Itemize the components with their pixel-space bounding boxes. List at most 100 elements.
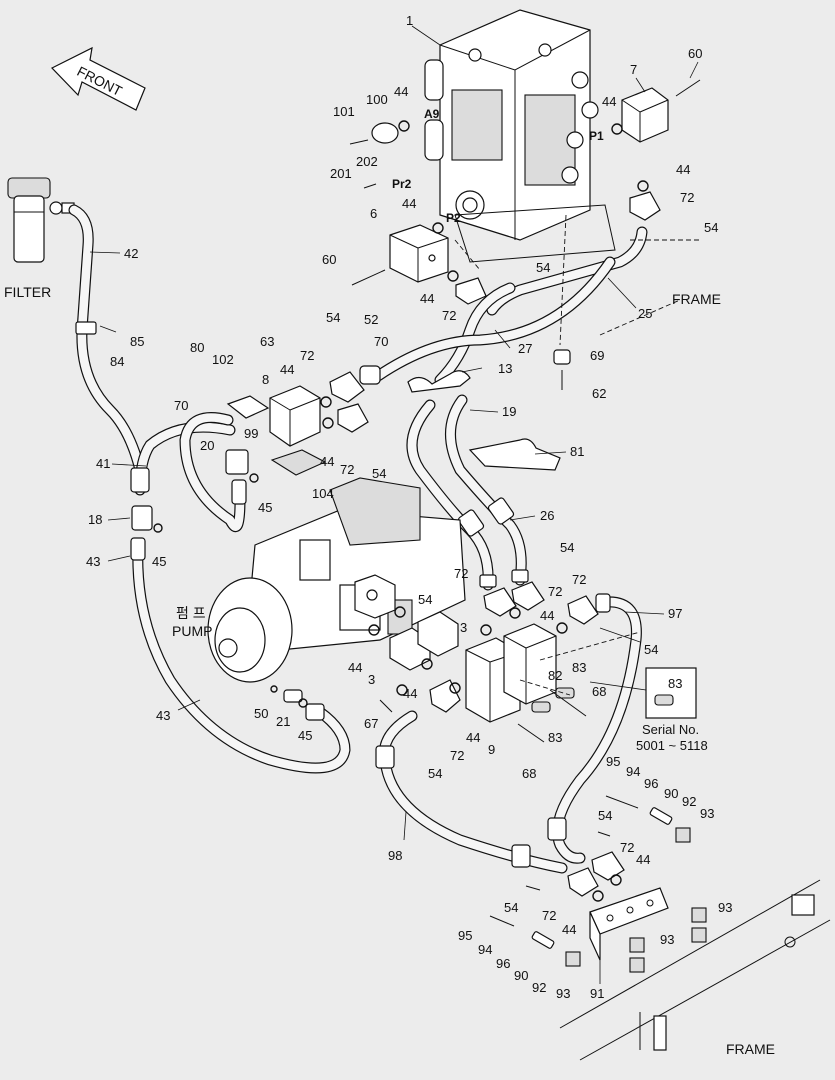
callout: 72 (548, 584, 562, 599)
callout: 54 (504, 900, 518, 915)
callout: 7 (630, 62, 637, 77)
callout: 72 (300, 348, 314, 363)
callout: 41 (96, 456, 110, 471)
callout: 20 (200, 438, 214, 453)
callout: 44 (466, 730, 480, 745)
callout: 70 (174, 398, 188, 413)
callout: 93 (718, 900, 732, 915)
callout: 54 (326, 310, 340, 325)
callout: 81 (570, 444, 584, 459)
callout: 54 (560, 540, 574, 555)
callout: 63 (260, 334, 274, 349)
callout: 72 (450, 748, 464, 763)
block-8 (269, 385, 321, 447)
serial-line2: 5001 ~ 5118 (636, 738, 708, 753)
callout: 52 (364, 312, 378, 327)
port-pr2: Pr2 (392, 177, 412, 191)
callout: 102 (212, 352, 234, 367)
callout: 95 (606, 754, 620, 769)
callout: 19 (502, 404, 516, 419)
callout: 91 (590, 986, 604, 1001)
callout: 97 (668, 606, 682, 621)
callout: 60 (688, 46, 702, 61)
callout: 101 (333, 104, 355, 119)
callout: 43 (86, 554, 100, 569)
plate-91 (589, 887, 669, 961)
callout: 54 (372, 466, 386, 481)
callout: 90 (664, 786, 678, 801)
callout: 54 (536, 260, 550, 275)
callout: 67 (364, 716, 378, 731)
serial-inset-box (645, 667, 697, 719)
callout: 72 (340, 462, 354, 477)
callout: 44 (676, 162, 690, 177)
callout: 83 (572, 660, 586, 675)
callout: 44 (280, 362, 294, 377)
callout: 26 (540, 508, 554, 523)
callout: 72 (620, 840, 634, 855)
callout: 54 (418, 592, 432, 607)
callout: 96 (496, 956, 510, 971)
callout: 72 (442, 308, 456, 323)
callout: 25 (638, 306, 652, 321)
callout: 44 (403, 686, 417, 701)
callout: 3 (460, 620, 467, 635)
callout: 72 (454, 566, 468, 581)
port-a9: A9 (424, 107, 440, 121)
block-104 (270, 449, 327, 476)
callout: 3 (368, 672, 375, 687)
callout: 44 (348, 660, 362, 675)
frame-lower (559, 879, 831, 1061)
callout: 100 (366, 92, 388, 107)
callout: 44 (320, 454, 334, 469)
callout: 98 (388, 848, 402, 863)
callout: 93 (660, 932, 674, 947)
callout: 68 (592, 684, 606, 699)
callout: 44 (636, 852, 650, 867)
callout: 99 (244, 426, 258, 441)
callout-numbers: 1 60 7 44 100 101 44 202 201 44 72 54 6 … (86, 13, 732, 1001)
serial-line1: Serial No. (642, 722, 699, 737)
callout: 84 (110, 354, 124, 369)
filter-assembly (7, 177, 75, 263)
callout: 85 (130, 334, 144, 349)
callout: 27 (518, 341, 532, 356)
callout: 201 (330, 166, 352, 181)
port-p1: P1 (589, 129, 604, 143)
callout: 93 (700, 806, 714, 821)
block-6 (389, 224, 449, 283)
callout: 72 (542, 908, 556, 923)
callout: 104 (312, 486, 334, 501)
frame-top-label: FRAME (672, 291, 721, 307)
callout: 83 (668, 676, 682, 691)
callout: 43 (156, 708, 170, 723)
callout: 9 (488, 742, 495, 757)
callout: 60 (322, 252, 336, 267)
filter-label: FILTER (4, 284, 51, 300)
callout: 44 (394, 84, 408, 99)
callout: 70 (374, 334, 388, 349)
callout: 42 (124, 246, 138, 261)
front-arrow: FRONT (51, 46, 146, 111)
callout: 68 (522, 766, 536, 781)
callout: 72 (680, 190, 694, 205)
callout: 72 (572, 572, 586, 587)
callout: 92 (682, 794, 696, 809)
leader-lines (89, 25, 699, 984)
callout: 50 (254, 706, 268, 721)
port-p2: P2 (446, 211, 461, 225)
callout: 54 (644, 642, 658, 657)
callout: 21 (276, 714, 290, 729)
block-82 (503, 623, 557, 705)
callout: 44 (562, 922, 576, 937)
callout: 1 (406, 13, 413, 28)
frame-bottom-label: FRAME (726, 1041, 775, 1057)
callout: 45 (152, 554, 166, 569)
hoses (68, 204, 648, 874)
callout: 62 (592, 386, 606, 401)
callout: 95 (458, 928, 472, 943)
callout: 82 (548, 668, 562, 683)
callout: 45 (298, 728, 312, 743)
